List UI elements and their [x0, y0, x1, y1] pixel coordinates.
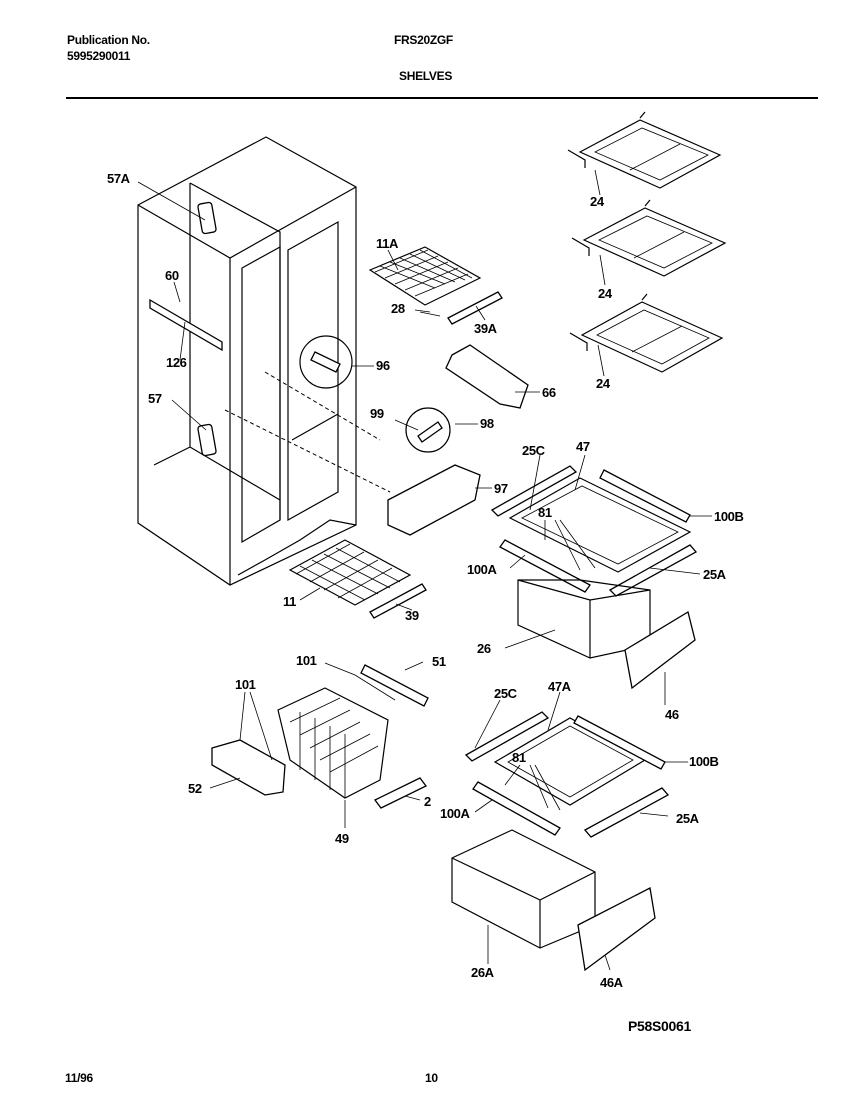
- glass-shelf-24-top: [567, 111, 722, 189]
- callout-57: 57: [148, 391, 162, 406]
- callout-126: 126: [166, 355, 187, 370]
- callout-98: 98: [480, 416, 494, 431]
- callout-100A-lower: 100A: [440, 806, 470, 821]
- callout-81: 81: [538, 505, 552, 520]
- publication-number: 5995290011: [67, 49, 131, 63]
- callout-24-middle: 24: [598, 286, 613, 301]
- callout-26A: 26A: [471, 965, 495, 980]
- upper-crisper-assembly: [490, 465, 698, 690]
- callout-49: 49: [335, 831, 349, 846]
- footer-date: 11/96: [65, 1071, 93, 1085]
- callout-51: 51: [432, 654, 446, 669]
- callout-25C-lower: 25C: [494, 686, 518, 701]
- page-number: 10: [425, 1071, 438, 1085]
- callout-99: 99: [370, 406, 384, 421]
- callout-26: 26: [477, 641, 491, 656]
- callout-47A: 47A: [548, 679, 572, 694]
- glass-shelf-24-bottom: [569, 293, 724, 373]
- wire-shelf-11A: [368, 246, 503, 325]
- callout-60: 60: [165, 268, 179, 283]
- callout-100B: 100B: [714, 509, 743, 524]
- part-52: [211, 739, 286, 796]
- callout-28: 28: [391, 301, 405, 316]
- callout-11A: 11A: [376, 236, 399, 251]
- glass-shelf-24-middle: [571, 199, 727, 277]
- leader-lines: [137, 169, 712, 971]
- callout-57A: 57A: [107, 171, 131, 186]
- callout-52: 52: [188, 781, 202, 796]
- callout-11: 11: [283, 594, 296, 609]
- callout-101-upper: 101: [296, 653, 317, 668]
- part-66: [445, 344, 529, 409]
- callout-46A: 46A: [600, 975, 624, 990]
- wire-shelf-11: [288, 539, 427, 619]
- callout-2: 2: [424, 794, 431, 809]
- part-97: [387, 464, 481, 536]
- lower-crisper-assembly: [451, 711, 670, 972]
- detail-96: [299, 335, 353, 389]
- callout-25C: 25C: [522, 443, 546, 458]
- callout-46: 46: [665, 707, 679, 722]
- callout-97: 97: [494, 481, 508, 496]
- callout-25A-lower: 25A: [676, 811, 700, 826]
- callout-39A: 39A: [474, 321, 498, 336]
- section-title: SHELVES: [399, 69, 453, 83]
- callout-101-lower: 101: [235, 677, 256, 692]
- callout-96: 96: [376, 358, 390, 373]
- callout-47: 47: [576, 439, 590, 454]
- diagram-code: P58S0061: [628, 1018, 691, 1034]
- header-rule: [66, 97, 818, 99]
- callout-39: 39: [405, 608, 419, 623]
- model-number: FRS20ZGF: [394, 33, 453, 47]
- publication-label: Publication No.: [67, 33, 150, 47]
- callout-100A: 100A: [467, 562, 497, 577]
- part-51: [360, 664, 429, 707]
- callout-labels: 57A 60 126 57 11A 28 39A 24 24 24 96 66 …: [107, 171, 744, 990]
- callout-66: 66: [542, 385, 556, 400]
- callout-81-lower: 81: [512, 750, 526, 765]
- freezer-basket-49: [277, 687, 389, 799]
- part-2: [374, 777, 427, 809]
- callout-25A: 25A: [703, 567, 727, 582]
- detail-98: [405, 407, 451, 453]
- callout-100B-lower: 100B: [689, 754, 718, 769]
- callout-24-bottom: 24: [596, 376, 611, 391]
- callout-24-top: 24: [590, 194, 605, 209]
- cabinet: [137, 136, 391, 586]
